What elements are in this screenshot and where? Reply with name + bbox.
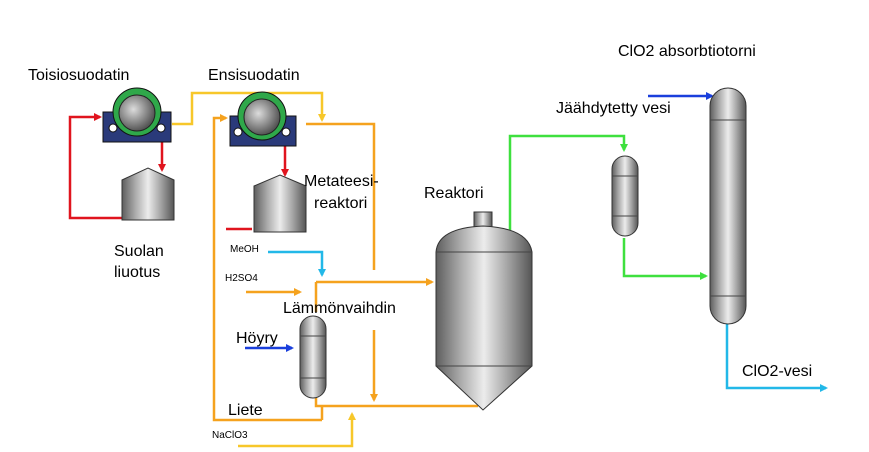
vertical-vessel-icon [611, 155, 639, 237]
rotary-drum-filter-icon [229, 91, 297, 147]
label-reaktori: Reaktori [424, 185, 484, 202]
streams [68, 91, 828, 448]
label-suolan-line2: liuotus [114, 264, 160, 281]
label-hoyry: Höyry [236, 330, 278, 347]
stream-yellow-naclo3 [238, 412, 356, 448]
label-metateesi-line1: Metateesi- [304, 173, 379, 190]
label-naclo3: NaClO3 [212, 430, 248, 441]
stream-yellow-top [172, 91, 326, 126]
stream-orange-bottom [314, 398, 478, 408]
absorption-column-icon [709, 87, 747, 325]
storage-tank-icon [253, 174, 307, 233]
label-metateesi-line2: reaktori [314, 195, 367, 212]
label-liete: Liete [228, 402, 263, 419]
stream-orange-recycle-top [306, 122, 376, 270]
vertical-vessel-icon [299, 315, 327, 399]
storage-tank-icon [121, 167, 175, 221]
label-suolan-line1: Suolan [114, 243, 164, 260]
stream-cyan-meoh [268, 250, 326, 277]
label-clo2-absorbtiotorni: ClO2 absorbtiotorni [618, 43, 756, 60]
label-lammonvaihdin: Lämmönvaihdin [283, 300, 396, 317]
label-clo2-vesi: ClO2-vesi [742, 363, 812, 380]
stream-green-reactor-out [508, 134, 628, 232]
stream-cyan-clo2 [725, 322, 828, 392]
label-ensisuodatin: Ensisuodatin [208, 67, 300, 84]
stream-green-cooler-out [622, 238, 708, 280]
label-h2so4: H2SO4 [225, 273, 258, 284]
label-meoh: MeOH [230, 244, 259, 255]
label-toisiosuodatin: Toisiosuodatin [28, 67, 129, 84]
stream-orange-liete [212, 114, 322, 422]
stream-red-recycle [68, 113, 122, 220]
label-jaahdytetty-vesi: Jäähdytetty vesi [556, 100, 671, 117]
labels: Toisiosuodatin Ensisuodatin ClO2 absorbt… [28, 43, 812, 441]
rotary-drum-filter-icon [102, 87, 172, 143]
conical-reactor-icon [435, 211, 533, 411]
